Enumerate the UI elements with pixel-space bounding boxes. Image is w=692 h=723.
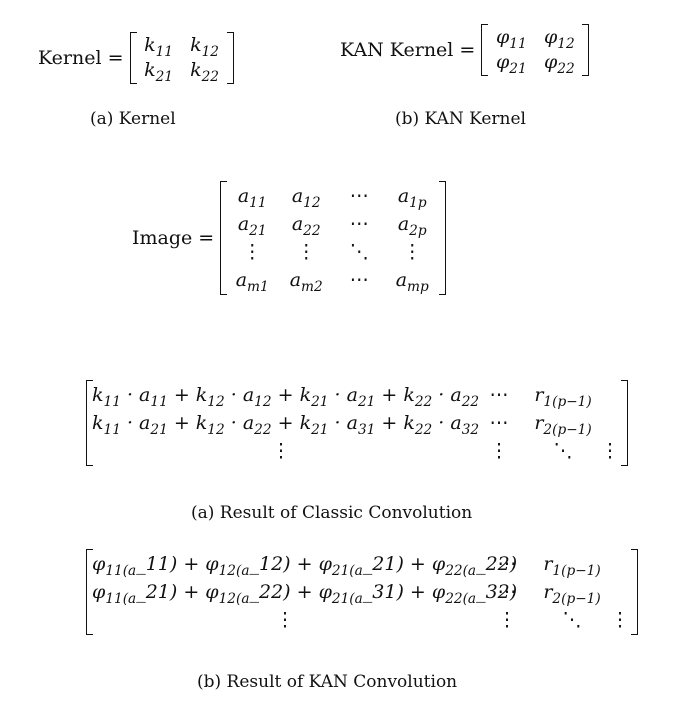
matrix-cell: am2 [289, 268, 323, 295]
matrix-cell: ⋱ [553, 439, 573, 462]
matrix-cell: ⋯ [497, 552, 517, 575]
matrix-cell: ⋮ [610, 608, 630, 631]
matrix-cell: ⋱ [349, 240, 369, 263]
matrix-cell: φ11(a_21) + φ12(a_22) + φ21(a_31) + φ22(… [92, 580, 518, 607]
matrix-cell: ⋮ [497, 608, 517, 631]
matrix-cell: a22 [291, 212, 321, 239]
kan-result-equation: φ11(a_11) + φ12(a_12) + φ21(a_21) + φ22(… [86, 549, 638, 635]
kan-kernel-matrix: φ11 φ12 φ21 φ22 [481, 24, 590, 76]
matrix-cell: k11 · a21 + k12 · a22 + k21 · a31 + k22 … [92, 411, 480, 438]
matrix-cell: ⋮ [242, 240, 262, 263]
kan-kernel-cells: φ11 φ12 φ21 φ22 [481, 24, 589, 76]
kan-kernel-equation: KAN Kernel = φ11 φ12 φ21 φ22 [340, 24, 590, 76]
kernel-label: Kernel = [38, 46, 124, 69]
matrix-cell: a11 [237, 184, 267, 211]
matrix-cell: ⋯ [349, 212, 369, 235]
kan-kernel-caption: (b) KAN Kernel [395, 109, 526, 129]
matrix-cell: k21 [144, 59, 173, 85]
matrix-cell: k22 [190, 59, 219, 85]
matrix-cell: ⋯ [489, 411, 509, 434]
kernel-caption: (a) Kernel [90, 109, 176, 129]
matrix-cell: k11 [144, 34, 173, 60]
matrix-cell: ⋯ [497, 580, 517, 603]
matrix-cell: ⋯ [349, 184, 369, 207]
kan-kernel-label: KAN Kernel = [340, 38, 476, 61]
matrix-cell: k12 [190, 34, 219, 60]
kan-result-cells: φ11(a_11) + φ12(a_12) + φ21(a_21) + φ22(… [86, 549, 638, 635]
matrix-cell: a12 [291, 184, 321, 211]
matrix-cell: a2p [397, 212, 427, 239]
kernel-cells: k11 k12 k21 k22 [130, 32, 234, 84]
classic-result-cells: k11 · a11 + k12 · a12 + k21 · a21 + k22 … [86, 380, 628, 466]
matrix-cell: r2(p−1) [543, 580, 601, 607]
matrix-cell: ⋱ [562, 608, 582, 631]
matrix-cell: ⋮ [275, 608, 295, 631]
matrix-cell: ⋯ [349, 268, 369, 291]
kan-result-caption: (b) Result of KAN Convolution [197, 672, 458, 692]
matrix-cell: r2(p−1) [534, 411, 592, 438]
matrix-cell: φ11 [495, 26, 527, 52]
matrix-cell: ⋮ [296, 240, 316, 263]
matrix-cell: ⋮ [271, 439, 291, 462]
matrix-cell: ⋮ [402, 240, 422, 263]
matrix-cell: r1(p−1) [534, 383, 592, 410]
image-label: Image = [132, 226, 215, 249]
classic-result-caption: (a) Result of Classic Convolution [191, 503, 473, 523]
kernel-matrix: k11 k12 k21 k22 [129, 32, 234, 84]
classic-result-equation: k11 · a11 + k12 · a12 + k21 · a21 + k22 … [86, 380, 628, 466]
classic-result-matrix: k11 · a11 + k12 · a12 + k21 · a21 + k22 … [86, 380, 628, 466]
matrix-cell: φ11(a_11) + φ12(a_12) + φ21(a_21) + φ22(… [92, 552, 518, 579]
matrix-cell: φ12 [543, 26, 575, 52]
matrix-cell: ⋮ [600, 439, 620, 462]
matrix-cell: am1 [235, 268, 269, 295]
matrix-cell: φ21 [495, 51, 527, 77]
matrix-cell: ⋮ [489, 439, 509, 462]
matrix-cell: a1p [397, 184, 427, 211]
matrix-cell: k11 · a11 + k12 · a12 + k21 · a21 + k22 … [92, 383, 480, 410]
matrix-cell: amp [395, 268, 429, 295]
matrix-cell: a21 [237, 212, 267, 239]
matrix-cell: ⋯ [489, 383, 509, 406]
kernel-equation: Kernel = k11 k12 k21 k22 [38, 32, 234, 84]
kan-result-matrix: φ11(a_11) + φ12(a_12) + φ21(a_21) + φ22(… [86, 549, 638, 635]
matrix-cell: r1(p−1) [543, 552, 601, 579]
matrix-cell: φ22 [543, 51, 575, 77]
